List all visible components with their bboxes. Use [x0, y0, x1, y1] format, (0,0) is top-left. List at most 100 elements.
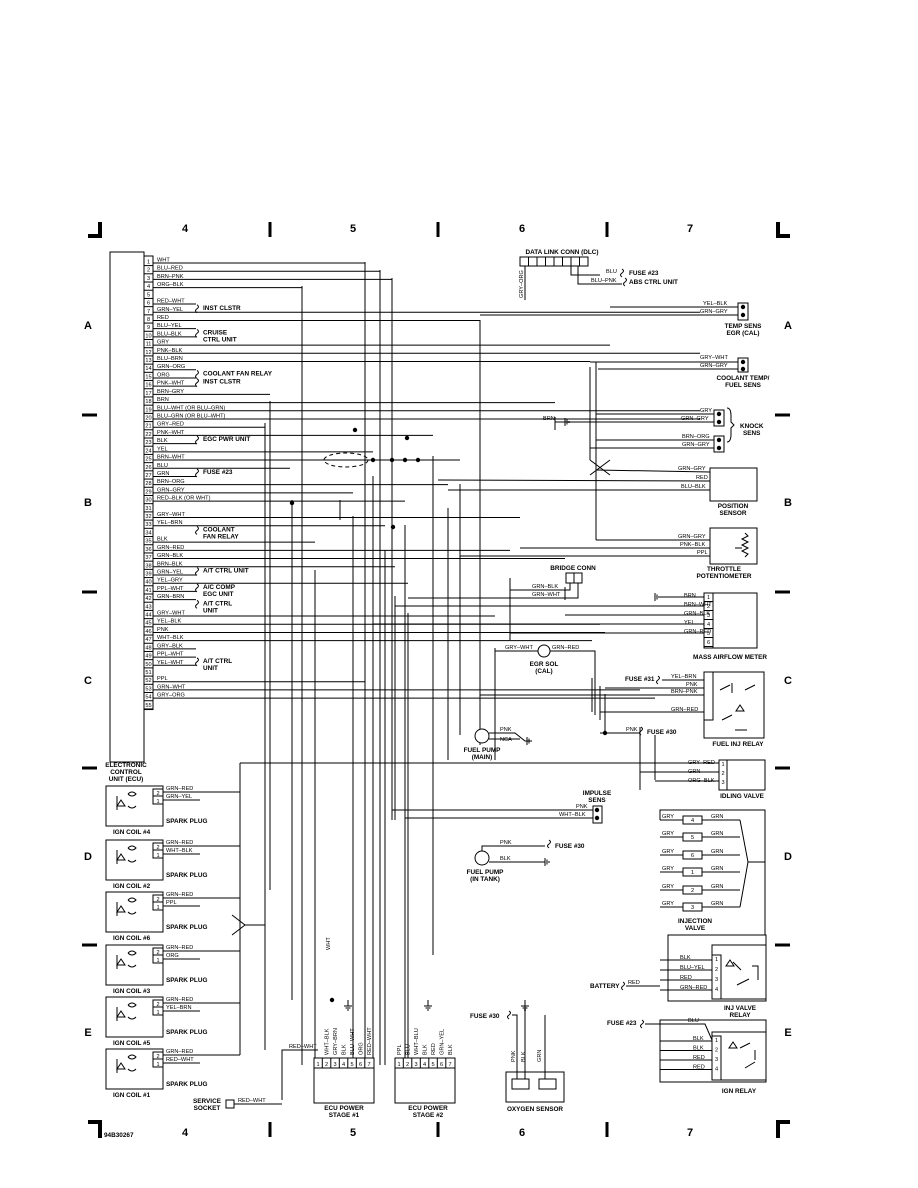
relay-pin-number: 1 — [715, 1038, 718, 1044]
component-label: IDLING VALVE — [720, 793, 765, 800]
component-label: SENS — [588, 797, 606, 804]
ecu-pin-number: 10 — [145, 333, 151, 339]
relay-pin-number: 4 — [715, 987, 718, 993]
component-label: SOCKET — [194, 1105, 221, 1112]
splice-dot — [716, 437, 722, 443]
wire — [659, 809, 766, 862]
splice-dot — [329, 997, 335, 1003]
ecu-pin-wire: BLU–GRN (OR BLU–WHT) — [157, 413, 226, 419]
splice-dot — [740, 304, 746, 310]
ecu-pin-wire: RED — [157, 315, 169, 321]
ecu-pin-wire: GRY–BLK — [157, 643, 183, 649]
ecu-pin-wire: BRN–ORG — [157, 479, 185, 485]
splice-dot — [289, 500, 295, 506]
bridge-conn-title: BRIDGE CONN — [550, 565, 596, 572]
splice-dot — [716, 419, 722, 425]
grid-tick — [775, 413, 790, 417]
wire-label: GRN — [537, 1050, 543, 1062]
grid-row-label: B — [784, 497, 792, 509]
wire-label: BLK — [693, 1046, 704, 1052]
grid-row-label: A — [784, 320, 792, 332]
ecu-destination: CTRL UNIT — [203, 336, 237, 343]
wire-label: RED–WHT — [166, 1057, 194, 1063]
wire-label: GRN — [711, 831, 723, 837]
wire-label: RED — [431, 1043, 437, 1055]
ecu-pin-wire: PNK–BLK — [157, 348, 182, 354]
wire-label: PNK — [686, 682, 698, 688]
ecu-pin-wire: BLU–WHT (OR BLU–GRN) — [157, 405, 225, 411]
wire-label: GRN–GRY — [678, 534, 706, 540]
idling-pin-number: 2 — [721, 771, 724, 777]
ign-coil-label: IGN COIL #1 — [113, 1092, 151, 1099]
ecu-pin-number: 12 — [145, 350, 151, 356]
component-label: STAGE #2 — [413, 1112, 444, 1119]
fuse-icon — [195, 583, 199, 593]
component-label: EGR (CAL) — [726, 330, 759, 337]
grid-row-label: D — [784, 851, 792, 863]
oxygen-connector-b — [538, 1078, 557, 1090]
ecu-destination: INST CLSTR — [203, 379, 241, 386]
ecu-pin-number: 13 — [145, 358, 151, 364]
component-label: INJECTION — [678, 918, 712, 925]
component-label: INJ VALVE — [724, 1005, 757, 1012]
grid-row-label: A — [84, 320, 92, 332]
fuse-icon — [195, 378, 199, 388]
maf-connector — [703, 592, 714, 649]
ecu-pin-wire: YEL–BLK — [157, 619, 182, 625]
wire-label: WHT–BLK — [559, 812, 586, 818]
ground-icon — [564, 418, 570, 426]
ecu-pin-number: 24 — [145, 448, 151, 454]
fuse-icon — [623, 277, 627, 287]
injector-number: 2 — [691, 888, 694, 894]
ecu-pin-wire: RED–WHT — [157, 299, 185, 305]
component-label: STAGE #1 — [329, 1112, 360, 1119]
splice-dot — [404, 435, 410, 441]
component-label: TEMP SENS — [725, 323, 763, 330]
ecu-pin-wire: GRN–BRN — [157, 594, 184, 600]
wire-label: BRN–PNK — [671, 689, 698, 695]
ecu-destination: FAN RELAY — [203, 533, 239, 540]
wire-label: PPL — [397, 1044, 403, 1055]
ecu-pin-number: 33 — [145, 522, 151, 528]
component-label: THROTTLE — [707, 566, 742, 573]
wire-label: GRY — [662, 814, 674, 820]
relay-pin-number: 2 — [715, 1048, 718, 1054]
ecu-pin-number: 26 — [145, 465, 151, 471]
ign-relay-connector — [711, 1035, 722, 1081]
ecu-pin-number: 36 — [145, 547, 151, 553]
throttle-pot-box — [709, 527, 758, 565]
coil-pin-1: 1 — [156, 1010, 159, 1016]
fuse-icon — [195, 657, 199, 667]
wire-label: GRN–WHT — [532, 592, 561, 598]
wire — [408, 583, 579, 599]
wire-label: WHT — [326, 937, 332, 950]
component-label: COOLANT TEMP/ — [717, 375, 770, 382]
wire-label: GRN–RED — [671, 707, 698, 713]
ecu-pin-number: 11 — [146, 342, 152, 348]
grid-tick — [775, 943, 790, 947]
ecu-pin-number: 7 — [147, 309, 150, 315]
stage-pin-number: 6 — [359, 1062, 362, 1068]
grid-tick — [436, 222, 440, 237]
ecu-pin-wire: PNK — [157, 627, 169, 633]
ecu-pin-number: 14 — [145, 366, 151, 372]
wire-label: GRN–GRY — [682, 442, 710, 448]
ecu-pin-number: 41 — [145, 588, 151, 594]
spark-plug-label: SPARK PLUG — [166, 924, 207, 931]
ecu-pin-number: 38 — [145, 563, 151, 569]
fuel-pump-main-icon — [474, 728, 490, 744]
relay-pin-number: 2 — [715, 967, 718, 973]
fuse-label: FUSE #30 — [555, 843, 585, 850]
ecu-pin-wire: GRN — [157, 471, 169, 477]
ecu-pin-number: 21 — [145, 424, 151, 430]
wire-label: RED–WHT — [238, 1098, 266, 1104]
ecu-pin-number: 47 — [145, 637, 151, 643]
position-sensor-box — [709, 467, 758, 502]
splice-dot — [352, 427, 358, 433]
wire-label: YEL–BRN — [166, 1005, 192, 1011]
component-label: VALVE — [685, 925, 706, 932]
ground-icon — [521, 1000, 529, 1011]
ecu-destination: UNIT — [203, 665, 218, 672]
impulse-sens-connector — [592, 805, 603, 824]
